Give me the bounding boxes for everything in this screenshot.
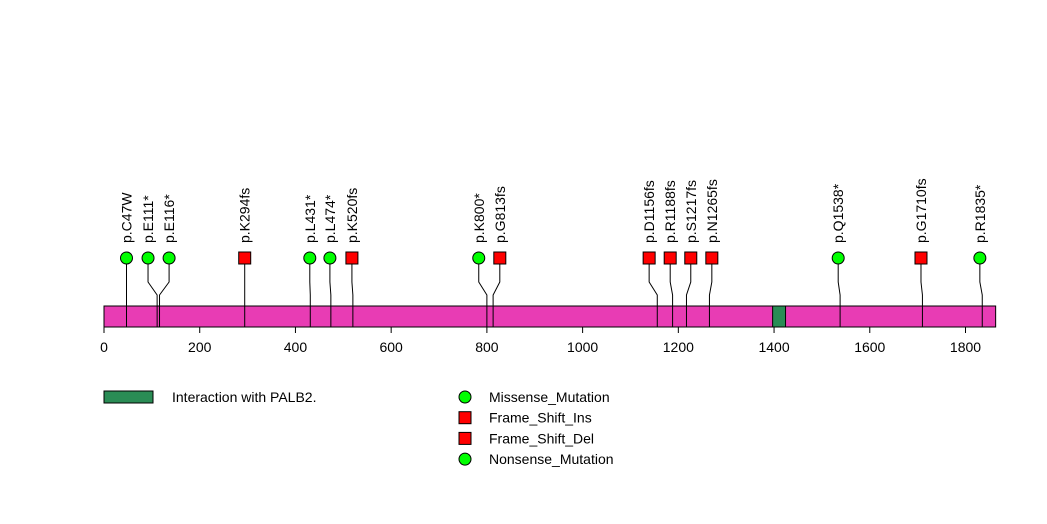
mutation-label: p.N1265fs — [704, 179, 720, 243]
mutation-stem — [147, 258, 158, 306]
legend-circle-icon — [458, 452, 472, 466]
mutation-label: p.G813fs — [492, 186, 508, 243]
mutation-label: p.R1188fs — [662, 180, 678, 243]
x-tick-label: 400 — [284, 339, 308, 355]
x-tick-label: 800 — [475, 339, 499, 355]
mutation-circle — [831, 251, 845, 265]
mutation-label: p.R1835* — [972, 184, 988, 243]
mutation-label: p.S1217fs — [683, 180, 699, 243]
mutation-label: p.D1156fs — [641, 180, 657, 243]
mutation-circle — [141, 251, 155, 265]
mutation-square — [663, 251, 677, 265]
mutation-square — [914, 251, 928, 265]
mutation-stem — [979, 258, 983, 306]
mutation-label: p.K294fs — [237, 188, 253, 243]
x-tick-label: 1400 — [758, 339, 789, 355]
x-tick-label: 600 — [379, 339, 403, 355]
legend-type-label: Missense_Mutation — [489, 389, 610, 405]
mutation-stem — [708, 258, 713, 306]
mutation-label: p.K800* — [471, 193, 487, 243]
mutation-circle — [323, 251, 337, 265]
mutation-stem — [648, 258, 658, 306]
mutation-stem — [492, 258, 501, 306]
mutation-circle — [973, 251, 987, 265]
mutation-label: p.E111* — [140, 195, 156, 243]
mutation-circle — [303, 251, 317, 265]
x-tick-label: 200 — [188, 339, 212, 355]
mutation-square — [684, 251, 698, 265]
legend-circle-icon — [458, 390, 472, 404]
legend-domain-swatch — [103, 390, 154, 404]
mutation-label: p.G1710fs — [913, 178, 929, 243]
domain-palb2 — [772, 305, 787, 328]
x-tick-label: 0 — [100, 339, 108, 355]
mutation-stem — [920, 258, 923, 306]
mutation-label: p.K520fs — [344, 188, 360, 243]
mutation-stem — [351, 258, 354, 306]
mutation-square — [345, 251, 359, 265]
legend-type-label: Nonsense_Mutation — [489, 451, 614, 467]
legend-type-label: Frame_Shift_Ins — [489, 410, 592, 426]
mutation-label: p.Q1538* — [830, 183, 846, 243]
mutation-square — [493, 251, 507, 265]
protein-backbone — [103, 305, 997, 328]
mutation-stem — [329, 258, 332, 306]
legend-domain-label: Interaction with PALB2. — [172, 389, 316, 405]
mutation-label: p.L474* — [322, 194, 338, 243]
legend-square-icon — [458, 411, 472, 425]
mutation-square — [705, 251, 719, 265]
mutation-square — [642, 251, 656, 265]
mutation-stem — [478, 258, 488, 306]
x-tick-label: 1600 — [854, 339, 885, 355]
mutation-label: p.E116* — [161, 194, 177, 243]
mutation-stem — [837, 258, 841, 306]
mutation-label: p.L431* — [302, 194, 318, 243]
mutation-circle — [472, 251, 486, 265]
mutation-circle — [162, 251, 176, 265]
mutation-stem — [159, 258, 170, 306]
x-tick-label: 1200 — [663, 339, 694, 355]
mutation-stem — [685, 258, 692, 306]
mutation-label: p.C47W — [118, 192, 134, 243]
mutation-circle — [119, 251, 133, 265]
x-tick-label: 1000 — [567, 339, 598, 355]
legend-square-icon — [458, 431, 472, 445]
x-tick-label: 1800 — [950, 339, 981, 355]
mutation-square — [238, 251, 252, 265]
legend-type-label: Frame_Shift_Del — [489, 430, 594, 446]
mutation-stem — [669, 258, 674, 306]
